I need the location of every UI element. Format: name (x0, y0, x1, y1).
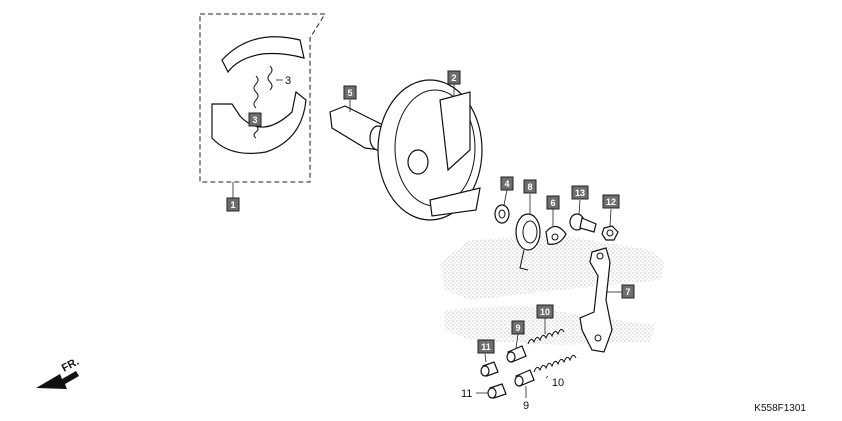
pin-upper (480, 353, 499, 377)
callout-11-box: 11 (477, 339, 495, 354)
svg-text:2: 2 (451, 73, 456, 83)
svg-text:6: 6 (550, 198, 555, 208)
pin-lower (476, 383, 507, 399)
svg-text:10: 10 (540, 307, 550, 317)
svg-text:1: 1 (230, 200, 235, 210)
callout-8: 8 (523, 179, 537, 194)
callout-3-plain: 3 (276, 75, 291, 87)
callout-9-box: 9 (511, 320, 525, 335)
callout-7: 7 (621, 284, 635, 299)
brake-panel (377, 79, 483, 221)
callout-4: 4 (500, 176, 514, 191)
callout-9-plain: 9 (523, 400, 529, 412)
callout-6: 6 (546, 195, 560, 210)
svg-text:7: 7 (625, 287, 630, 297)
callout-12: 12 (602, 194, 620, 209)
callout-5: 5 (343, 85, 357, 100)
spring-upper (527, 318, 565, 345)
washer (494, 189, 510, 224)
callout-10-box: 10 (536, 304, 554, 319)
direction-label: FR. (60, 356, 81, 375)
collar-upper (506, 333, 527, 363)
svg-text:3: 3 (252, 115, 257, 125)
svg-text:13: 13 (575, 188, 585, 198)
flange-bolt (569, 199, 597, 233)
svg-text:9: 9 (515, 323, 520, 333)
diagram-code: K558F1301 (754, 403, 806, 414)
callout-3-box: 3 (248, 112, 262, 127)
callout-1: 1 (226, 197, 240, 212)
spring-lower (533, 354, 577, 379)
brake-shoe-group (199, 13, 326, 198)
callout-11-plain: 11 (461, 388, 472, 400)
brake-camshaft (329, 100, 387, 151)
collar-lower (514, 369, 535, 398)
svg-text:5: 5 (347, 88, 352, 98)
return-spring (515, 194, 541, 271)
callout-2: 2 (447, 70, 461, 85)
wear-indicator (545, 209, 567, 245)
svg-text:9: 9 (523, 400, 529, 412)
front-direction-arrow: FR. (36, 356, 81, 389)
callout-10-plain: 10 (552, 377, 564, 389)
flange-nut (601, 208, 619, 241)
svg-text:10: 10 (552, 377, 564, 389)
svg-text:11: 11 (461, 388, 472, 400)
svg-text:12: 12 (606, 197, 616, 207)
svg-text:11: 11 (481, 342, 491, 352)
svg-text:4: 4 (504, 179, 509, 189)
brake-arm (579, 247, 622, 353)
callout-13: 13 (571, 185, 589, 200)
svg-text:3: 3 (285, 75, 291, 87)
svg-text:8: 8 (527, 182, 532, 192)
